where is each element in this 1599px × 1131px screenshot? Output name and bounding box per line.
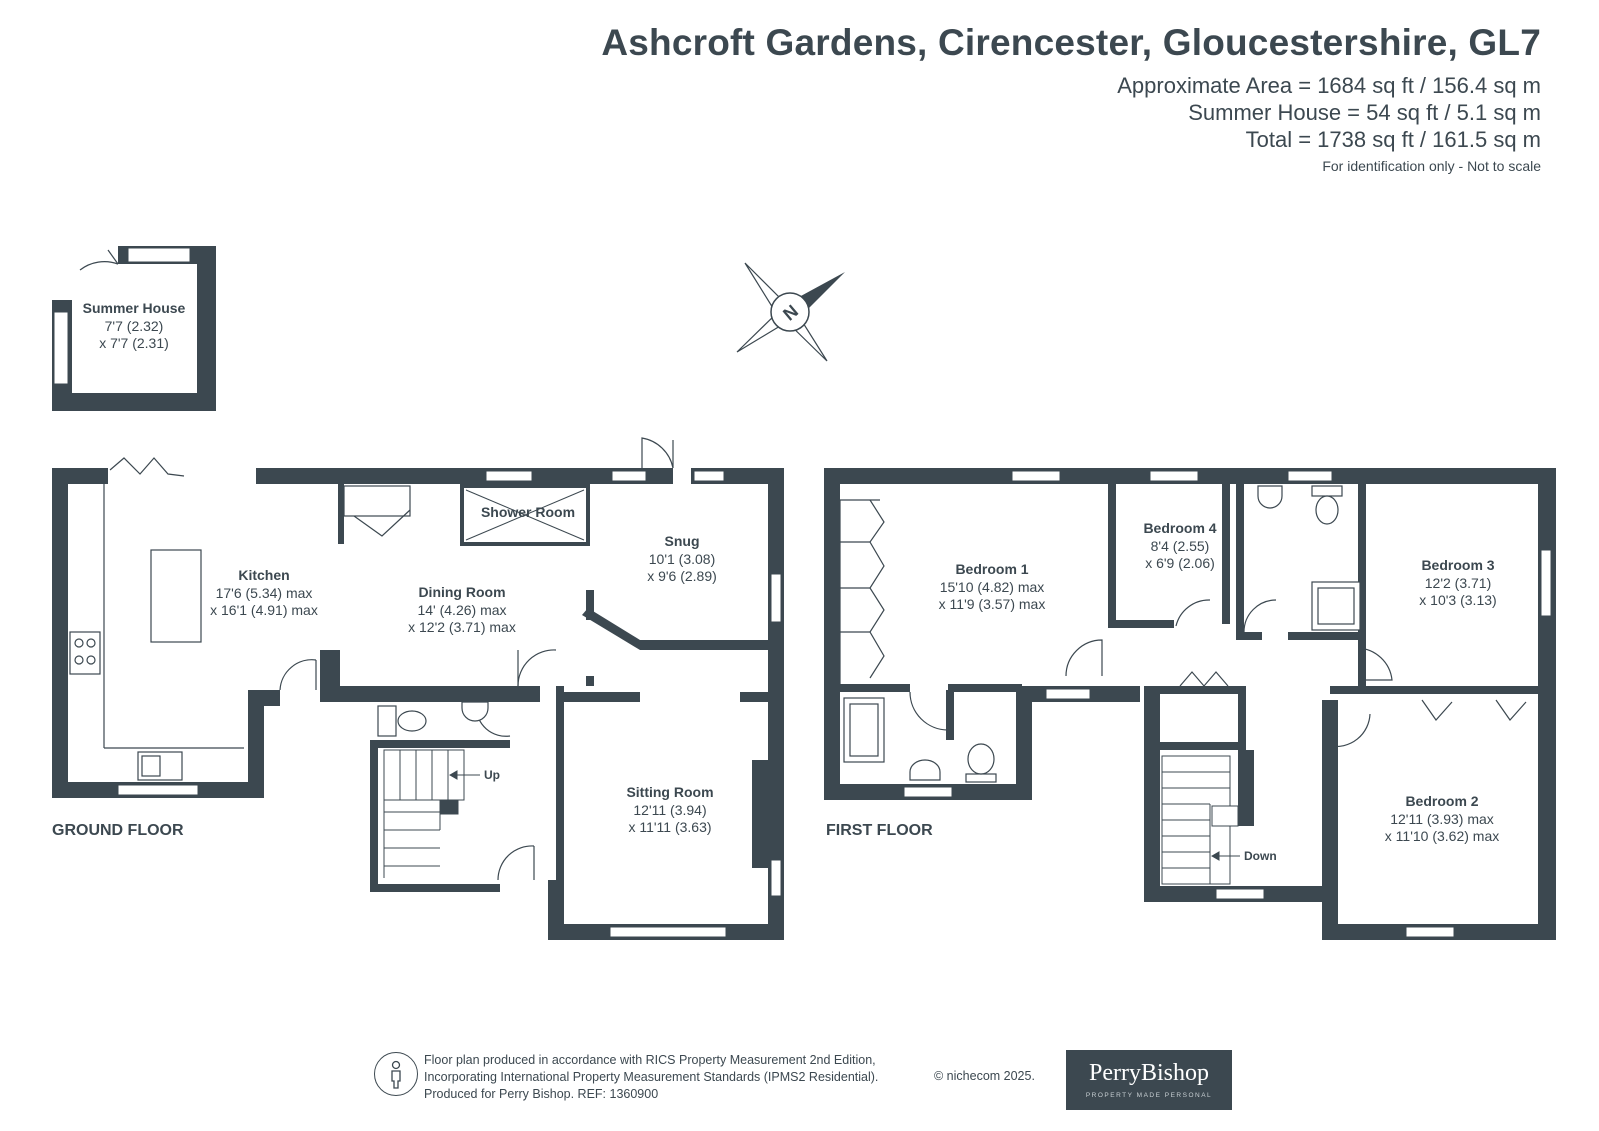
room-bedroom2-name: Bedroom 2 (1405, 793, 1478, 809)
brand-logo: PerryBishop PROPERTY MADE PERSONAL (1066, 1050, 1232, 1110)
person-icon (374, 1052, 418, 1096)
kitchen-island (150, 549, 202, 643)
kitchen-fixtures (69, 457, 317, 781)
footer-line-2: Incorporating International Property Mea… (424, 1070, 879, 1084)
header: Ashcroft Gardens, Cirencester, Glouceste… (601, 22, 1541, 174)
room-bedroom1-dim2: x 11'9 (3.57) max (939, 596, 1046, 612)
shower-tray-icon (465, 489, 585, 541)
brand-tagline: PROPERTY MADE PERSONAL (1085, 1092, 1213, 1099)
room-sitting-dim2: x 11'11 (3.63) (628, 819, 711, 835)
summer-house-dim2: x 7'7 (2.31) (99, 335, 169, 351)
first-floor-label: FIRST FLOOR (826, 822, 933, 839)
room-kitchen-name: Kitchen (238, 567, 289, 583)
first-stairs-label: Down (1244, 849, 1277, 863)
ground-wc-icon (377, 701, 489, 737)
room-dining-dim1: 14' (4.26) max (417, 602, 506, 618)
footer-text: Floor plan produced in accordance with R… (424, 1052, 878, 1103)
room-kitchen-dim2: x 16'1 (4.91) max (210, 602, 318, 618)
room-dining-dim2: x 12'2 (3.71) max (408, 619, 516, 635)
first-floor-stairs-icon (1161, 755, 1240, 885)
room-snug-dim1: 10'1 (3.08) (649, 551, 716, 567)
room-bedroom1-dim1: 15'10 (4.82) max (940, 579, 1045, 595)
brand-name: PerryBishop (1089, 1060, 1209, 1086)
ground-stairs-icon (383, 749, 480, 878)
copyright: © nichecom 2025. (934, 1069, 1035, 1083)
summer-house-dim1: 7'7 (2.32) (105, 318, 164, 334)
hob-icon (69, 631, 101, 675)
property-title: Ashcroft Gardens, Cirencester, Glouceste… (601, 22, 1541, 63)
summer-house-plan (52, 246, 216, 411)
room-kitchen-dim1: 17'6 (5.34) max (216, 585, 313, 601)
ground-stairs-label: Up (484, 768, 500, 782)
first-floor-windows (903, 470, 1552, 938)
room-bedroom1-name: Bedroom 1 (955, 561, 1028, 577)
compass-icon: N (736, 262, 845, 362)
room-shower-name: Shower Room (481, 504, 575, 520)
area-approximate: Approximate Area = 1684 sq ft / 156.4 sq… (1117, 73, 1541, 98)
room-sitting-name: Sitting Room (626, 784, 713, 800)
room-bedroom2-dim2: x 11'10 (3.62) max (1385, 828, 1499, 844)
bifold-door-icon (109, 457, 185, 477)
room-snug-name: Snug (665, 533, 700, 549)
footer-line-3: Produced for Perry Bishop. REF: 1360900 (424, 1087, 659, 1101)
disclaimer: For identification only - Not to scale (1322, 158, 1541, 174)
first-floor-bathroom-fixtures (843, 485, 1361, 783)
room-bedroom2-dim1: 12'11 (3.93) max (1390, 811, 1494, 827)
room-bedroom4-name: Bedroom 4 (1143, 520, 1216, 536)
room-sitting-dim1: 12'11 (3.94) (633, 802, 706, 818)
ground-floor-label: GROUND FLOOR (52, 822, 184, 839)
room-snug-dim2: x 9'6 (2.89) (647, 568, 717, 584)
sink-icon (137, 751, 183, 781)
summer-house-name: Summer House (83, 300, 186, 316)
first-floor-doors (839, 499, 1527, 748)
room-dining-name: Dining Room (418, 584, 505, 600)
room-bedroom3-name: Bedroom 3 (1421, 557, 1494, 573)
room-bedroom4-dim2: x 6'9 (2.06) (1145, 555, 1215, 571)
room-bedroom4-dim1: 8'4 (2.55) (1151, 538, 1210, 554)
room-bedroom3-dim1: 12'2 (3.71) (1425, 575, 1492, 591)
area-summer-house: Summer House = 54 sq ft / 5.1 sq m (1188, 100, 1541, 125)
room-bedroom3-dim2: x 10'3 (3.13) (1419, 592, 1496, 608)
ground-floor-windows (117, 470, 782, 938)
footer-line-1: Floor plan produced in accordance with R… (424, 1053, 876, 1067)
area-total: Total = 1738 sq ft / 161.5 sq m (1245, 127, 1541, 152)
